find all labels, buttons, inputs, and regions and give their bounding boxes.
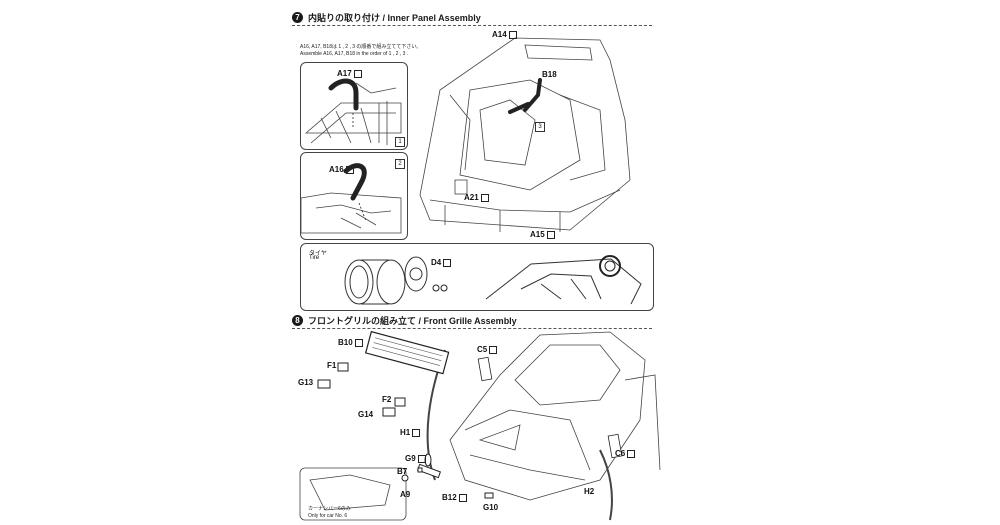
- c5-runner-icon: [489, 345, 498, 354]
- label-c6: C6: [615, 449, 636, 458]
- step8-rule: [292, 328, 652, 329]
- label-a14: A14: [492, 30, 517, 39]
- inset-note-jp: カーナンバー6のみ: [308, 506, 351, 512]
- step-box-3: 3: [535, 122, 545, 132]
- step8-header: 8 フロントグリルの組み立て / Front Grille Assembly: [292, 314, 517, 327]
- label-g13: G13: [298, 378, 314, 387]
- step8-number: 8: [292, 315, 303, 326]
- d4-runner-icon: [443, 258, 452, 267]
- a21-runner-icon: [480, 193, 489, 202]
- label-h1: H1: [400, 428, 421, 437]
- a15-runner-icon: [546, 230, 555, 239]
- label-g9: G9: [405, 454, 426, 463]
- label-f2: F2: [382, 395, 392, 404]
- step8-title: フロントグリルの組み立て / Front Grille Assembly: [308, 316, 517, 326]
- inset-note: カーナンバー6のみ Only for car No. 6: [308, 506, 351, 520]
- label-d4: D4: [431, 258, 452, 267]
- a17-drawing: [304, 78, 402, 145]
- label-b10: B10: [338, 338, 363, 347]
- tire-label-en: Tire: [309, 255, 320, 261]
- label-g10: G10: [483, 503, 499, 512]
- tire-label-jp: タイヤ: [309, 251, 327, 257]
- label-a15: A15: [530, 230, 555, 239]
- label-a16: A16: [329, 165, 354, 174]
- step7-note-en: Assemble A16, A17, B18 in the order of 1…: [300, 51, 409, 57]
- label-c5: C5: [477, 345, 498, 354]
- inset-note-en: Only for car No. 6: [308, 513, 348, 519]
- instruction-sheet: 7 内貼りの取り付け / Inner Panel Assembly A16, A…: [270, 0, 670, 525]
- panel-tire: タイヤ Tire D4: [300, 243, 654, 311]
- a14-runner-icon: [508, 30, 517, 39]
- panel-a16: A16 2: [300, 152, 408, 240]
- chassis-inner-drawing: [419, 37, 631, 232]
- h1-runner-icon: [412, 428, 421, 437]
- step7-rule: [292, 25, 652, 26]
- front-grille-drawing: [299, 330, 661, 521]
- step7-note-jp: A16, A17, B18は 1 , 2 , 3 の順番で組み立てて下さい。: [300, 44, 422, 50]
- b10-runner-icon: [354, 338, 363, 347]
- label-a17: A17: [337, 69, 362, 78]
- label-h2: H2: [584, 487, 595, 496]
- c6-runner-icon: [627, 449, 636, 458]
- label-b18: B18: [542, 70, 557, 79]
- label-b7: B7: [397, 467, 408, 476]
- b12-runner-icon: [458, 493, 467, 502]
- step7-header: 7 内貼りの取り付け / Inner Panel Assembly: [292, 11, 481, 24]
- step7-title: 内貼りの取り付け / Inner Panel Assembly: [308, 13, 481, 23]
- step7-note: A16, A17, B18は 1 , 2 , 3 の順番で組み立てて下さい。 A…: [300, 44, 421, 58]
- label-a21: A21: [464, 193, 489, 202]
- label-b12: B12: [442, 493, 467, 502]
- tire-drawing: [344, 255, 642, 305]
- label-f1: F1: [327, 361, 337, 370]
- g9-runner-icon: [417, 454, 426, 463]
- a16-drawing: [301, 163, 402, 234]
- a17-runner-icon: [353, 69, 362, 78]
- label-a9: A9: [400, 490, 411, 499]
- step-box-2: 2: [395, 159, 405, 169]
- step-box-1: 1: [395, 137, 405, 147]
- panel-a17: A17 1: [300, 62, 408, 150]
- a16-runner-icon: [345, 165, 354, 174]
- label-g14: G14: [358, 410, 374, 419]
- step7-number: 7: [292, 12, 303, 23]
